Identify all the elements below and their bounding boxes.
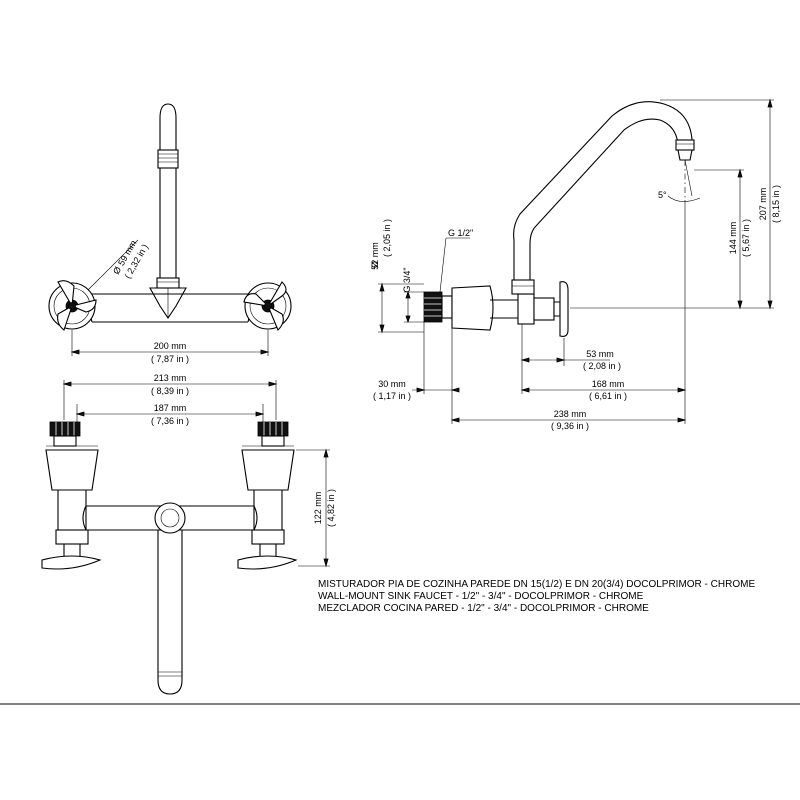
- top-overall-mm: 213 mm: [154, 373, 187, 383]
- top-center-in: ( 7,36 in ): [151, 416, 189, 426]
- spout-angle: 5°: [658, 190, 667, 200]
- spout-reach-mm: 168 mm: [592, 379, 625, 389]
- spout-cone: [149, 287, 187, 319]
- spout-pipe: [159, 168, 177, 280]
- wall-offset-in: ( 1,17 in ): [373, 391, 411, 401]
- spout-height-mm: 144 mm: [728, 222, 738, 255]
- caption-portuguese: MISTURADOR PIA DE COZINHA PAREDE DN 15(1…: [318, 579, 755, 590]
- spout-upper: [513, 101, 693, 241]
- spout-down: [157, 530, 183, 695]
- top-center-mm: 187 mm: [154, 403, 187, 413]
- right-body: [241, 449, 295, 491]
- front-width-in: ( 7,87 in ): [151, 354, 189, 364]
- handle-offset-mm: 53 mm: [586, 349, 614, 359]
- handle-offset-in: ( 2,08 in ): [583, 361, 621, 371]
- right-handle: [243, 281, 292, 331]
- spout-ring: [157, 149, 179, 169]
- left-lever: [41, 555, 102, 570]
- total-height-in: ( 8,15 in ): [771, 185, 781, 223]
- side-body: [451, 285, 494, 331]
- thread-outer: G 3/4": [402, 267, 412, 292]
- top-height-in: ( 4,82 in ): [326, 489, 336, 527]
- left-handle: [48, 280, 97, 331]
- left-body: [45, 449, 99, 491]
- total-depth-mm: 238 mm: [554, 409, 587, 419]
- caption-english: WALL-MOUNT SINK FAUCET - 1/2" - 3/4" - D…: [318, 591, 644, 602]
- caption-spanish: MEZCLADOR COCINA PARED - 1/2" - 3/4" - D…: [318, 603, 649, 614]
- right-thread: [257, 421, 289, 447]
- spout-height-in: ( 5,67 in ): [741, 219, 751, 257]
- top-view: 213 mm ( 8,39 in ) 187 mm ( 7,36 in ): [41, 373, 336, 695]
- wall-offset-mm: 30 mm: [378, 379, 406, 389]
- right-lever: [237, 555, 298, 570]
- top-overall-in: ( 8,39 in ): [151, 386, 189, 396]
- total-height-mm: 207 mm: [758, 188, 768, 221]
- spout-reach-in: ( 6,61 in ): [589, 391, 627, 401]
- front-view: Ø 59 mm ( 2,32 in ) 200 mm ( 7,87 in ): [48, 103, 292, 364]
- front-diameter-symbol: Ø: [111, 265, 123, 276]
- left-thread: [49, 421, 81, 447]
- side-diameter-symbol: Ø: [370, 261, 380, 268]
- spout-tip: [159, 103, 177, 151]
- total-depth-in: ( 9,36 in ): [551, 421, 589, 431]
- side-view: 5° Ø 52 mm ( 2,05 in ) G 3/4" G 1/2" 144…: [370, 98, 781, 431]
- side-diameter-in: ( 2,05 in ): [382, 219, 392, 257]
- side-handle: [559, 281, 569, 337]
- caption: MISTURADOR PIA DE COZINHA PAREDE DN 15(1…: [318, 579, 755, 614]
- top-height-mm: 122 mm: [313, 492, 323, 525]
- side-thread: [423, 291, 453, 323]
- side-diameter-mm: 52 mm: [370, 242, 380, 270]
- front-width-mm: 200 mm: [154, 341, 187, 351]
- thread-inner: G 1/2": [448, 228, 473, 238]
